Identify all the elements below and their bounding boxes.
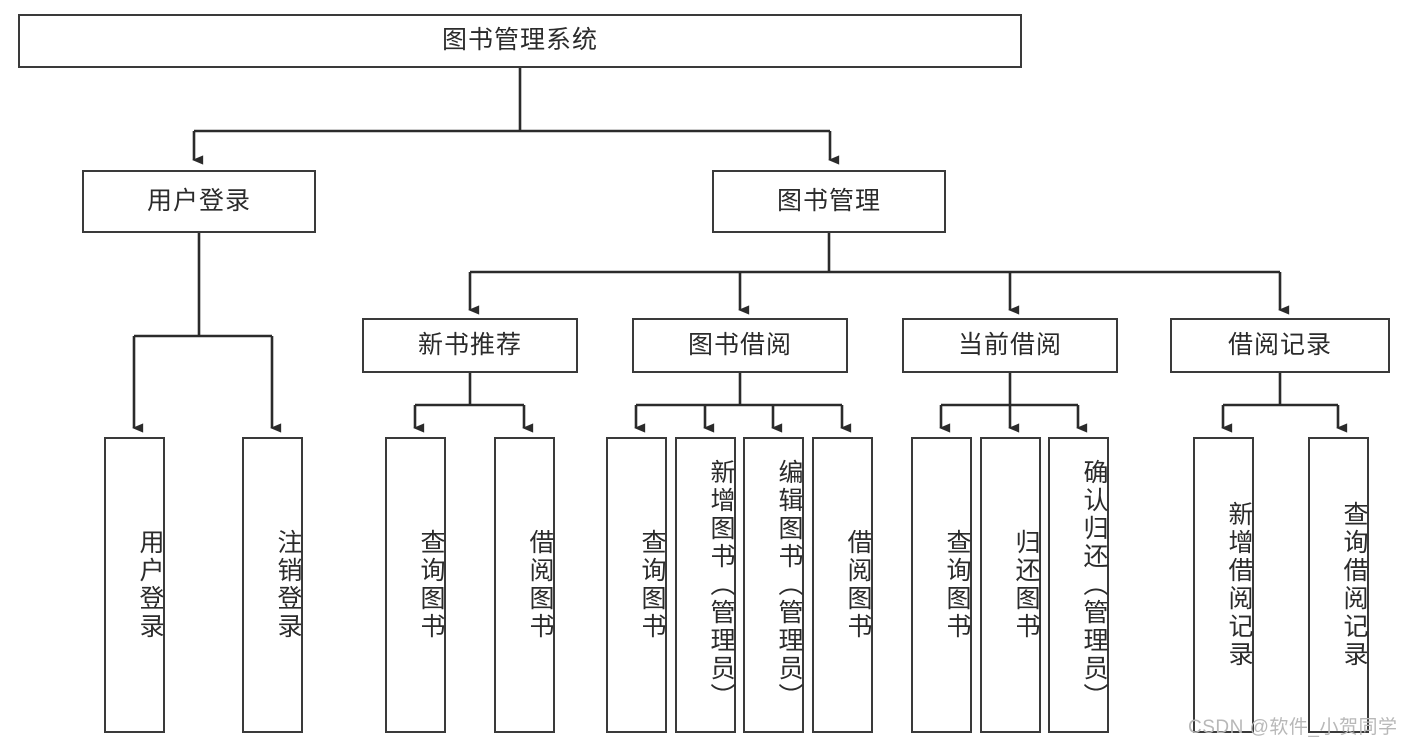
node-leaf-confirm-return[interactable]: 确认归还（管理员） xyxy=(1048,437,1109,733)
node-leaf-borrow-book-2-label: 借阅图书 xyxy=(844,529,872,641)
node-leaf-add-book[interactable]: 新增图书（管理员） xyxy=(675,437,736,733)
node-book-borrow-label: 图书借阅 xyxy=(687,330,792,359)
node-leaf-query-record[interactable]: 查询借阅记录 xyxy=(1308,437,1369,733)
node-borrow-record[interactable]: 借阅记录 xyxy=(1170,318,1390,373)
node-leaf-add-record-label: 新增借阅记录 xyxy=(1225,501,1253,669)
node-current-borrow-label: 当前借阅 xyxy=(957,330,1062,359)
node-current-borrow[interactable]: 当前借阅 xyxy=(902,318,1118,373)
node-leaf-edit-book-label: 编辑图书（管理员） xyxy=(775,459,803,711)
node-new-book-recommend[interactable]: 新书推荐 xyxy=(362,318,578,373)
node-leaf-query-book-2[interactable]: 查询图书 xyxy=(606,437,667,733)
node-root-label: 图书管理系统 xyxy=(441,26,598,55)
node-leaf-query-book-3[interactable]: 查询图书 xyxy=(911,437,972,733)
node-user-login[interactable]: 用户登录 xyxy=(82,170,316,233)
node-leaf-query-book-1-label: 查询图书 xyxy=(417,529,445,641)
node-book-borrow[interactable]: 图书借阅 xyxy=(632,318,848,373)
node-leaf-query-book-2-label: 查询图书 xyxy=(638,529,666,641)
node-leaf-add-record[interactable]: 新增借阅记录 xyxy=(1193,437,1254,733)
node-leaf-logout-login[interactable]: 注销登录 xyxy=(242,437,303,733)
node-leaf-borrow-book-1-label: 借阅图书 xyxy=(526,529,554,641)
node-leaf-logout-login-label: 注销登录 xyxy=(274,529,302,641)
node-leaf-return-book[interactable]: 归还图书 xyxy=(980,437,1041,733)
node-root[interactable]: 图书管理系统 xyxy=(18,14,1022,68)
node-leaf-edit-book[interactable]: 编辑图书（管理员） xyxy=(743,437,804,733)
node-new-book-recommend-label: 新书推荐 xyxy=(417,330,522,359)
node-book-management[interactable]: 图书管理 xyxy=(712,170,946,233)
node-borrow-record-label: 借阅记录 xyxy=(1227,330,1332,359)
node-leaf-borrow-book-1[interactable]: 借阅图书 xyxy=(494,437,555,733)
node-leaf-query-record-label: 查询借阅记录 xyxy=(1340,501,1368,669)
node-book-management-label: 图书管理 xyxy=(776,186,881,215)
node-leaf-user-login-label: 用户登录 xyxy=(136,529,164,641)
node-leaf-query-book-1[interactable]: 查询图书 xyxy=(385,437,446,733)
node-leaf-add-book-label: 新增图书（管理员） xyxy=(707,459,735,711)
node-leaf-query-book-3-label: 查询图书 xyxy=(943,529,971,641)
node-user-login-label: 用户登录 xyxy=(146,186,251,215)
node-leaf-borrow-book-2[interactable]: 借阅图书 xyxy=(812,437,873,733)
node-leaf-user-login[interactable]: 用户登录 xyxy=(104,437,165,733)
watermark: CSDN @软件_小贺同学 xyxy=(1188,717,1398,738)
node-leaf-confirm-return-label: 确认归还（管理员） xyxy=(1080,459,1108,711)
node-leaf-return-book-label: 归还图书 xyxy=(1012,529,1040,641)
